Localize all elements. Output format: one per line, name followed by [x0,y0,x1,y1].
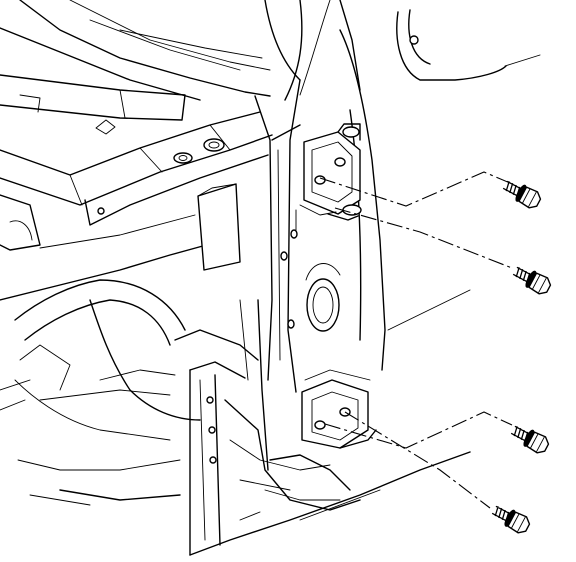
bolt-3 [510,425,550,454]
radiator-support [239,79,341,471]
wheelhouse-liner [0,279,201,506]
front-end-sheet-metal [0,0,361,301]
bolt-2 [512,266,552,295]
mounting-bracket-upper [295,123,362,231]
lower-frame-rail [174,329,471,556]
mounting-bracket-lower [301,369,377,449]
installation-lines [319,171,513,509]
bolt-4 [491,505,531,534]
bolt-1 [502,180,542,209]
